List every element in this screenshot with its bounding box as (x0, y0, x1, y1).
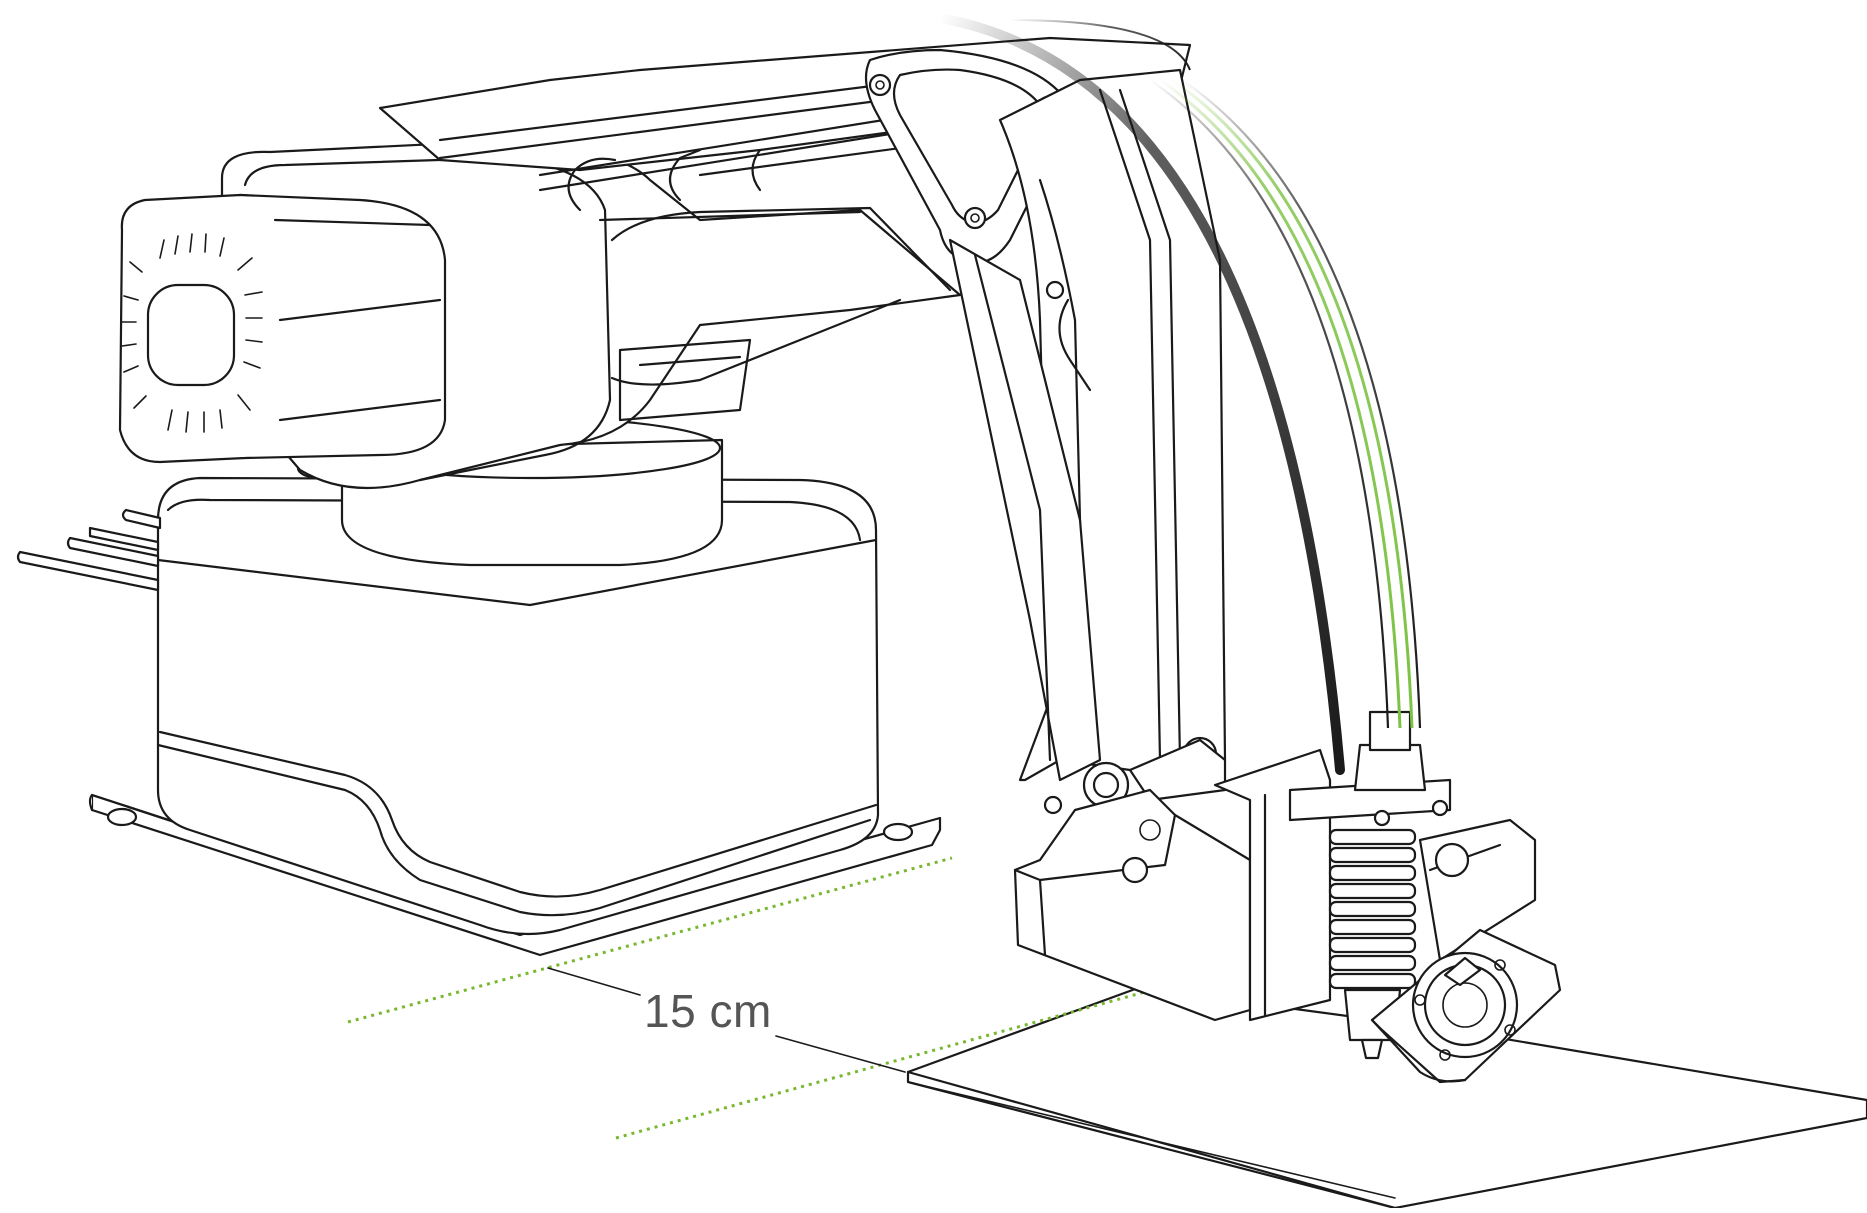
motor-cover (118, 193, 447, 464)
dimension-guides (347, 856, 1153, 1140)
cables (16, 508, 162, 592)
distance-label: 15 cm (644, 985, 772, 1037)
wrist-joint (1082, 736, 1227, 809)
elbow-bracket (864, 48, 1070, 264)
lower-link (948, 238, 1102, 782)
nozzle-fan-icon (1370, 928, 1562, 1084)
hotend (1288, 710, 1452, 1060)
fan-bracket (1418, 818, 1537, 962)
base-body (156, 476, 880, 936)
filament-tubes (935, 13, 1422, 775)
